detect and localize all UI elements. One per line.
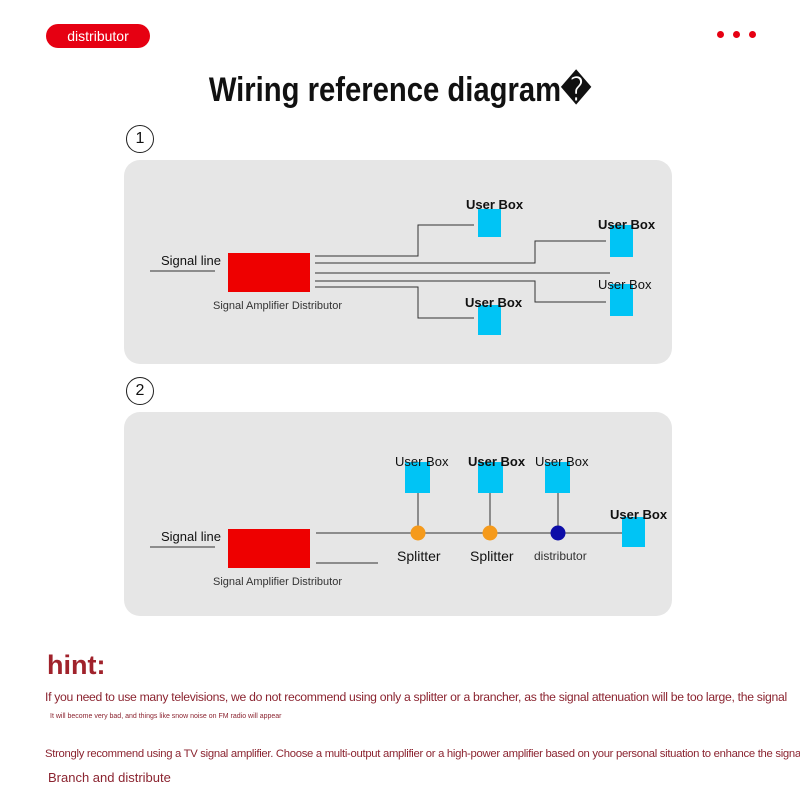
amplifier-label-2: Signal Amplifier Distributor xyxy=(213,576,342,588)
amplifier-label-1: Signal Amplifier Distributor xyxy=(213,300,342,312)
user-box-2d xyxy=(622,517,645,547)
signal-line-label-2: Signal line xyxy=(161,529,221,544)
user-box-1b xyxy=(610,225,633,257)
diagram-number-1: 1 xyxy=(126,125,154,153)
diagram-number-2: 2 xyxy=(126,377,154,405)
user-box-label: User Box xyxy=(466,197,524,212)
user-box-label: User Box xyxy=(465,295,523,310)
user-box-label: User Box xyxy=(535,454,589,469)
amplifier-box-2 xyxy=(228,529,310,568)
user-box-2c xyxy=(545,462,570,493)
hint-text-2: It will become very bad, and things like… xyxy=(50,713,282,720)
user-box-2b xyxy=(478,462,503,493)
user-box-label: User Box xyxy=(598,277,652,292)
user-box-2a xyxy=(405,462,430,493)
distributor-label: distributor xyxy=(534,549,587,563)
hint-text-3: Strongly recommend using a TV signal amp… xyxy=(45,748,800,760)
amplifier-box-1 xyxy=(228,253,310,292)
user-box-label: User Box xyxy=(598,217,656,232)
splitter-node-1 xyxy=(410,525,426,541)
splitter-label-2: Splitter xyxy=(470,548,514,564)
user-box-label: User Box xyxy=(395,454,449,469)
splitter-node-2 xyxy=(482,525,498,541)
hint-title: hint: xyxy=(47,650,106,680)
hint-text-1: If you need to use many televisions, we … xyxy=(45,690,787,704)
user-box-1c xyxy=(610,284,633,316)
user-box-1d xyxy=(478,305,501,335)
splitter-label-1: Splitter xyxy=(397,548,441,564)
distributor-badge[interactable]: distributor xyxy=(46,24,150,48)
hint-text-4: Branch and distribute xyxy=(48,770,171,785)
diagram-2-panel xyxy=(124,412,672,616)
page-title: Wiring reference diagram� xyxy=(208,71,592,109)
user-box-1a xyxy=(478,209,501,237)
ellipsis-icon[interactable] xyxy=(712,26,762,42)
user-box-label: User Box xyxy=(610,507,668,522)
distributor-node xyxy=(550,525,566,541)
user-box-label: User Box xyxy=(468,454,526,469)
signal-line-label-1: Signal line xyxy=(161,253,221,268)
diagram-1-panel xyxy=(124,160,672,364)
diagram-1-wires xyxy=(150,224,610,319)
